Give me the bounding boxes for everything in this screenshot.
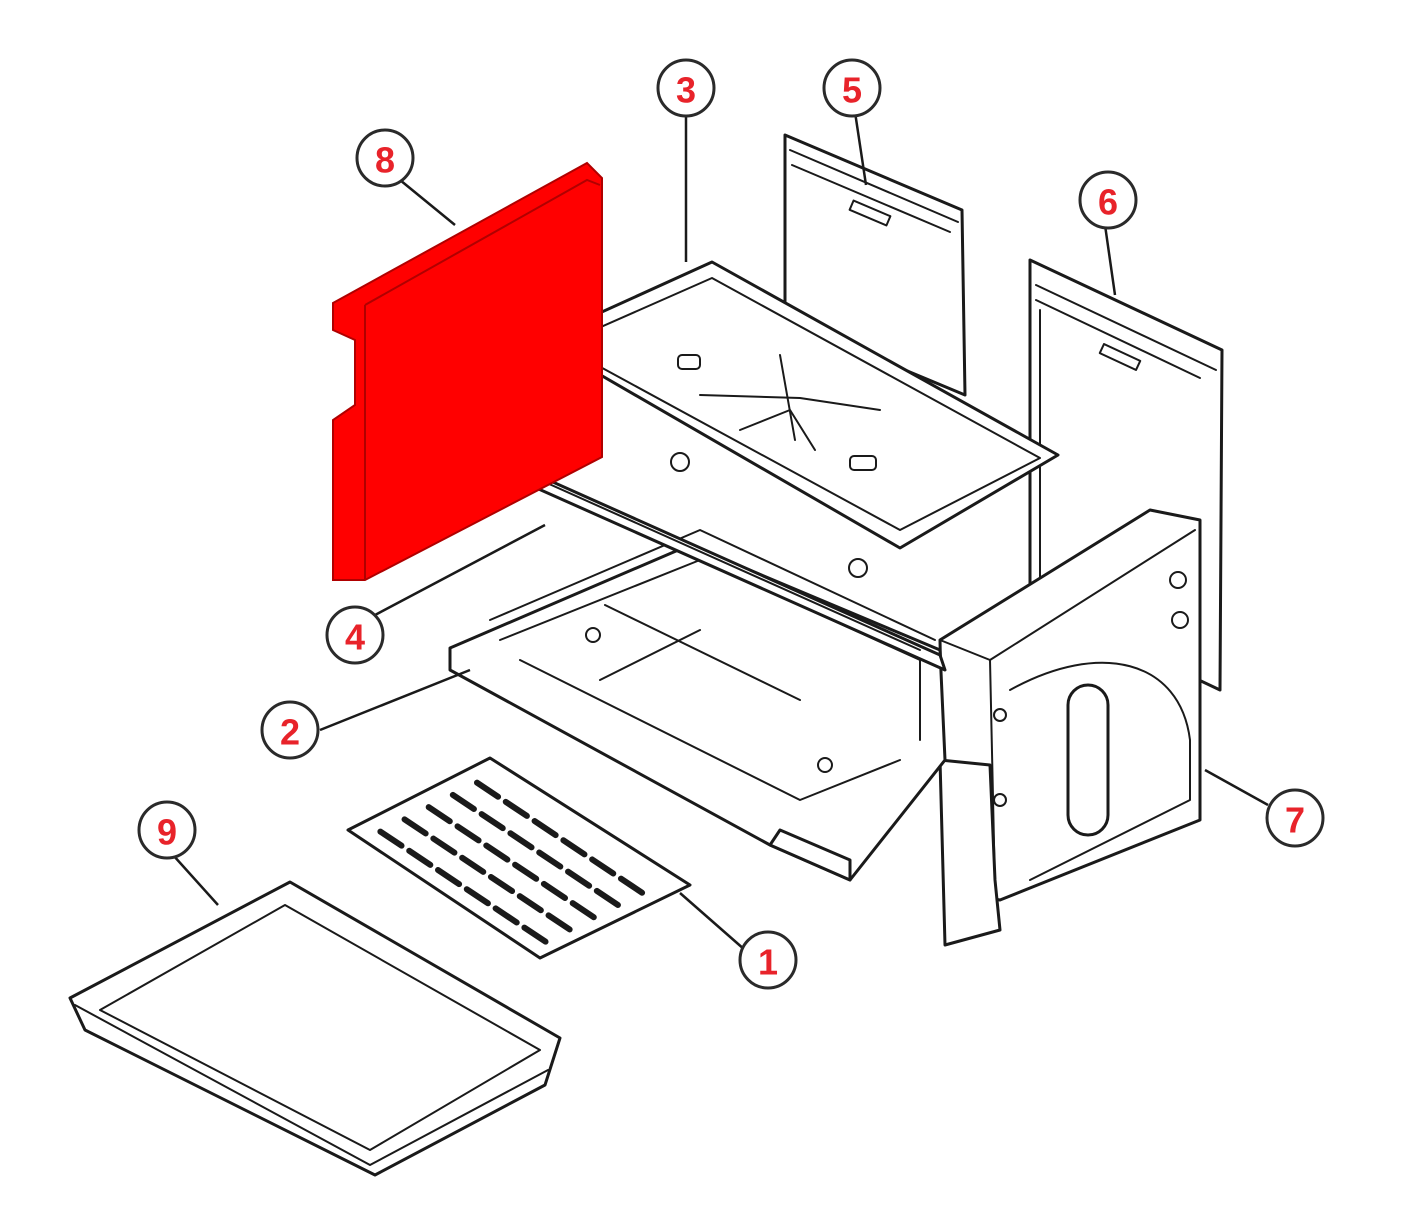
grate-slot — [560, 837, 588, 858]
part-7-side-panel — [938, 508, 1202, 947]
grate-slot — [536, 849, 564, 870]
grate-slot — [521, 924, 549, 945]
grate-slot — [463, 886, 491, 907]
grate-slot — [435, 867, 463, 888]
grate-slot — [565, 868, 593, 889]
callout-label: 3 — [676, 70, 696, 111]
grate-slot — [401, 816, 429, 837]
leader-6 — [1103, 224, 1117, 296]
callout-1[interactable]: 1 — [738, 930, 798, 990]
part-1-grate — [346, 756, 692, 960]
grate-slot — [459, 854, 487, 875]
callout-label: 2 — [280, 712, 300, 753]
leader-2 — [319, 668, 471, 732]
callout-label: 7 — [1285, 800, 1305, 841]
grate-slot — [545, 912, 573, 933]
leader-lines — [172, 111, 1269, 951]
callout-9[interactable]: 9 — [137, 800, 197, 860]
callout-label: 1 — [758, 942, 778, 983]
callout-label: 5 — [842, 70, 862, 111]
callout-label: 8 — [375, 140, 395, 181]
leader-9 — [172, 854, 219, 906]
grate-slot — [593, 887, 621, 908]
grate-slot — [449, 791, 477, 812]
grate-slot — [569, 900, 597, 921]
grate-slot — [377, 828, 405, 849]
leader-1 — [679, 892, 746, 951]
callout-8[interactable]: 8 — [355, 128, 415, 188]
callout-6[interactable]: 6 — [1078, 170, 1138, 230]
grate-slot — [492, 905, 520, 926]
grate-slot — [540, 880, 568, 901]
grate-slot — [589, 856, 617, 877]
callout-label: 6 — [1098, 182, 1118, 223]
grate-slot — [473, 779, 502, 800]
grate-slot — [483, 842, 511, 863]
callout-7[interactable]: 7 — [1265, 788, 1325, 848]
grate-slot — [430, 835, 458, 856]
callout-2[interactable]: 2 — [260, 700, 320, 760]
leader-5 — [853, 111, 868, 186]
leader-4 — [374, 523, 546, 617]
callout-4[interactable]: 4 — [325, 605, 385, 665]
callouts: 1 2 3 4 5 6 7 8 — [137, 58, 1325, 990]
leader-7 — [1204, 768, 1269, 807]
part-9-ash-tray — [68, 880, 562, 1177]
grate-slot — [507, 830, 535, 851]
callout-5[interactable]: 5 — [822, 58, 882, 118]
part-3-baffle-plate — [538, 260, 1060, 550]
grate-slot — [502, 798, 530, 819]
grate-slot — [425, 804, 453, 825]
grate-slot — [406, 847, 434, 868]
grate-slot — [531, 818, 559, 839]
grate-slot — [516, 893, 544, 914]
part-2-base-frame — [448, 529, 947, 882]
grate-slot — [512, 861, 540, 882]
grate-slot — [487, 873, 516, 895]
callout-label: 9 — [157, 812, 177, 853]
part-8-brick-highlighted — [332, 161, 603, 581]
callout-3[interactable]: 3 — [656, 58, 716, 118]
grate-slot — [617, 875, 646, 896]
grate-slot — [454, 823, 482, 844]
callout-label: 4 — [345, 617, 365, 658]
leader-8 — [399, 179, 456, 226]
grate-slot — [478, 811, 506, 832]
